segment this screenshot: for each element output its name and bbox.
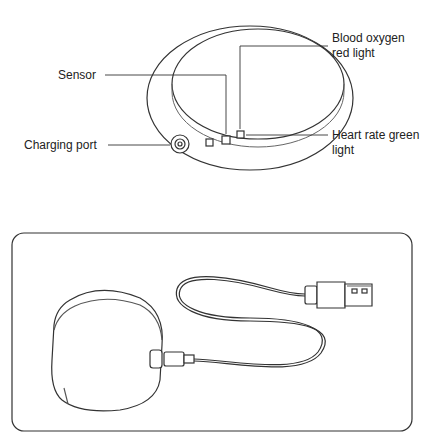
part-label: Blood oxygen red light <box>332 31 420 61</box>
accessory-frame <box>12 233 412 431</box>
part-label: Heart rate green light <box>332 128 420 158</box>
charging-port <box>171 135 189 153</box>
usb-cable <box>164 277 372 367</box>
part-label: Charging port <box>24 138 108 153</box>
part-label: Sensor <box>58 68 104 83</box>
charging-case <box>52 290 163 410</box>
sensor-windows <box>206 131 244 146</box>
smart-ring <box>147 26 353 170</box>
leader-lines <box>105 46 328 145</box>
